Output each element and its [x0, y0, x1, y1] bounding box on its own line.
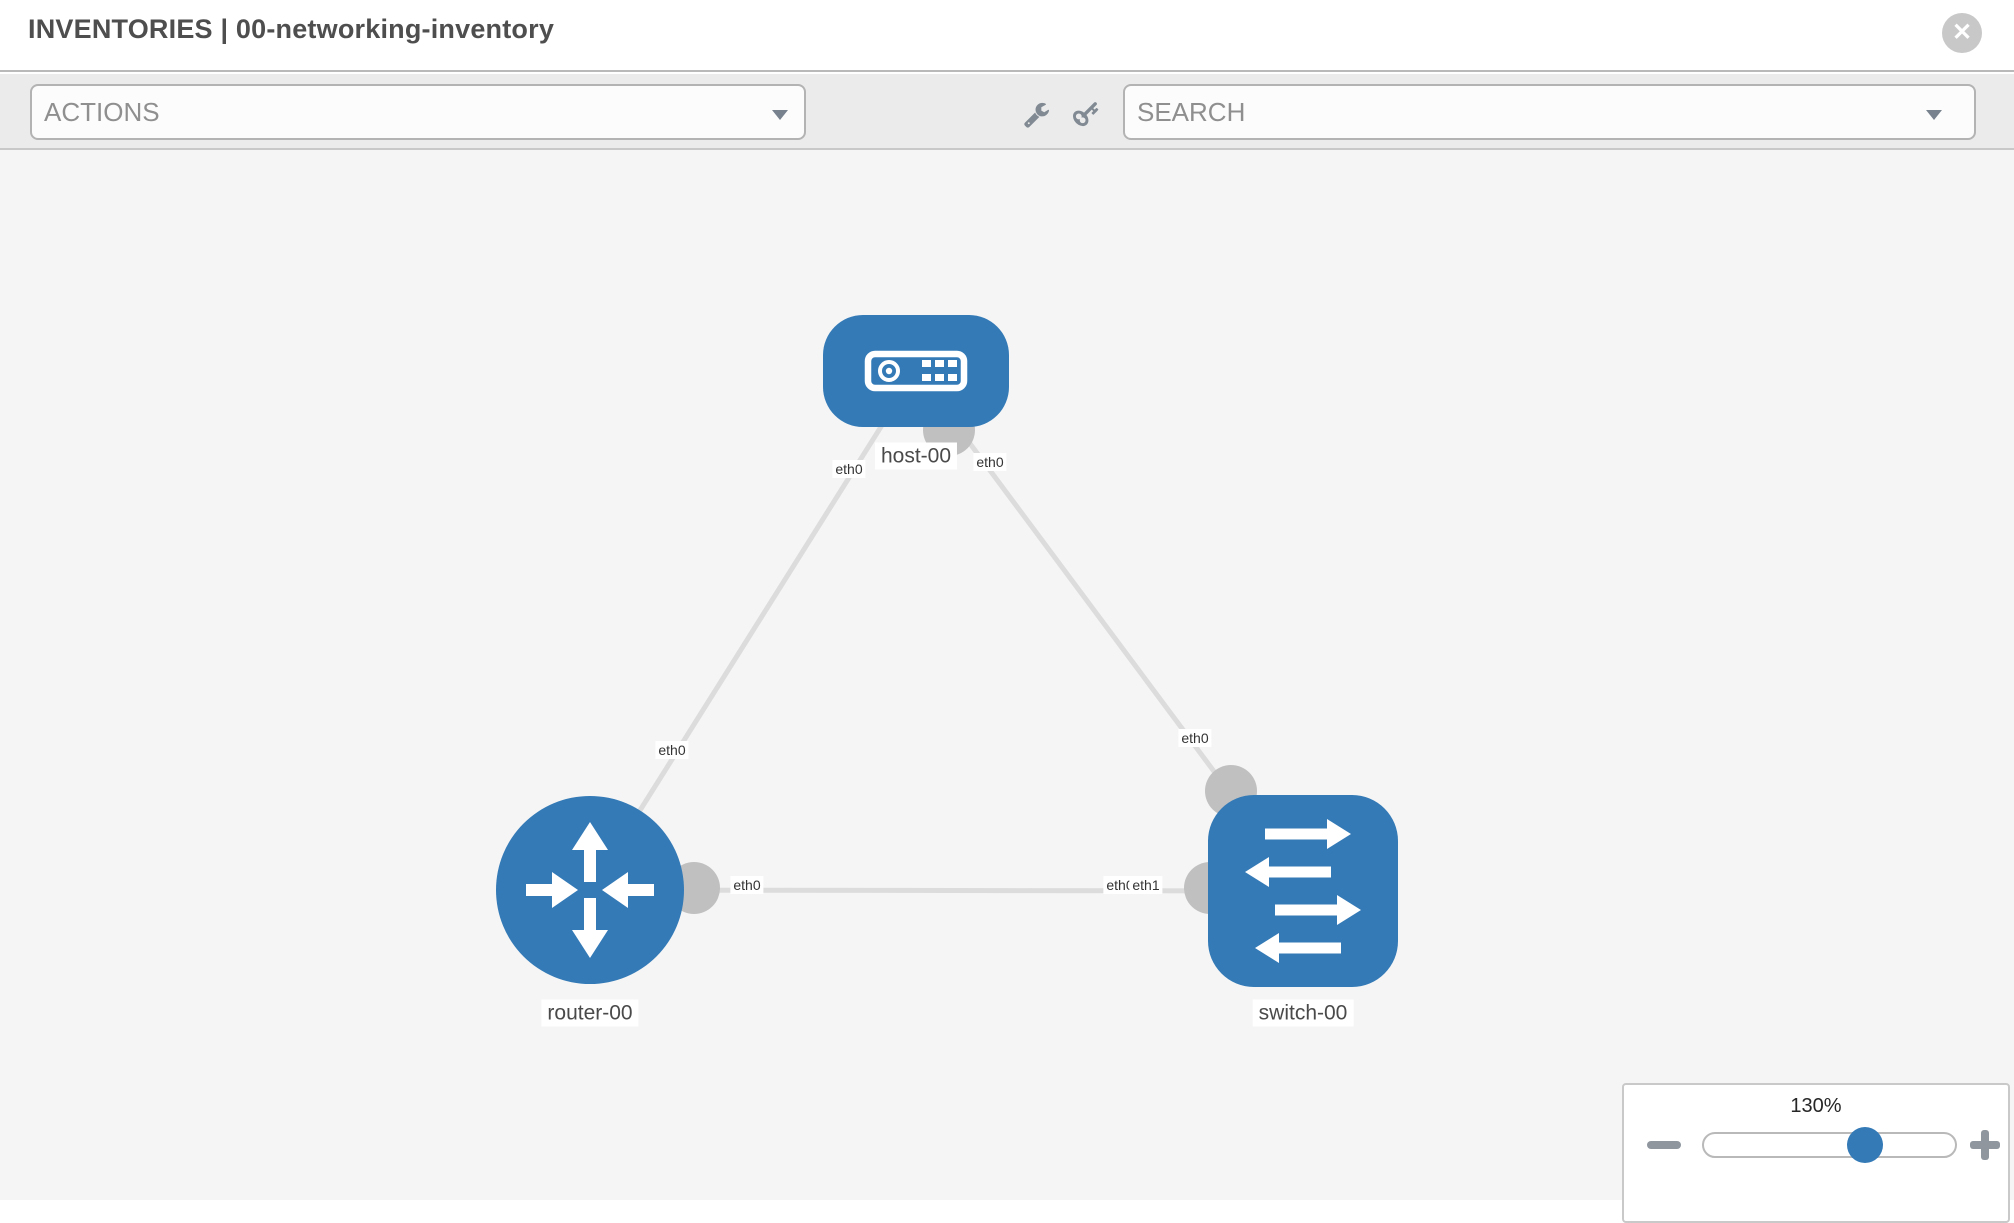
topology-link — [587, 369, 919, 892]
search-dropdown-label: SEARCH — [1137, 97, 1246, 127]
key-button[interactable] — [1064, 96, 1108, 136]
chevron-down-icon — [1926, 110, 1942, 120]
zoom-slider-track[interactable] — [1702, 1132, 1957, 1158]
node-switch-00[interactable] — [1208, 795, 1398, 987]
zoom-slider-thumb[interactable] — [1847, 1127, 1884, 1163]
toolbar: ACTIONS SEARCH — [0, 74, 2014, 150]
actions-dropdown[interactable]: ACTIONS — [30, 84, 806, 140]
actions-dropdown-label: ACTIONS — [44, 97, 160, 127]
zoom-panel: 130% — [1622, 1083, 2010, 1223]
page-header: INVENTORIES | 00-networking-inventory ✕ — [0, 0, 2014, 72]
host-icon — [864, 350, 968, 392]
switch-icon — [1208, 795, 1398, 987]
topology-svg — [496, 315, 1398, 987]
plus-icon[interactable] — [1968, 1128, 2002, 1162]
wrench-button[interactable] — [1014, 96, 1058, 136]
router-icon — [496, 796, 684, 984]
minus-icon[interactable] — [1647, 1141, 1681, 1149]
chevron-down-icon — [772, 110, 788, 120]
wrench-icon — [1023, 101, 1050, 131]
node-router-00[interactable] — [496, 796, 684, 984]
zoom-level-label: 130% — [1790, 1095, 1842, 1117]
search-dropdown[interactable]: SEARCH — [1123, 84, 1976, 140]
close-icon[interactable]: ✕ — [1942, 13, 1982, 53]
page-title: INVENTORIES | 00-networking-inventory — [28, 14, 555, 44]
key-icon — [1072, 101, 1100, 131]
node-host-00[interactable] — [823, 315, 1009, 427]
